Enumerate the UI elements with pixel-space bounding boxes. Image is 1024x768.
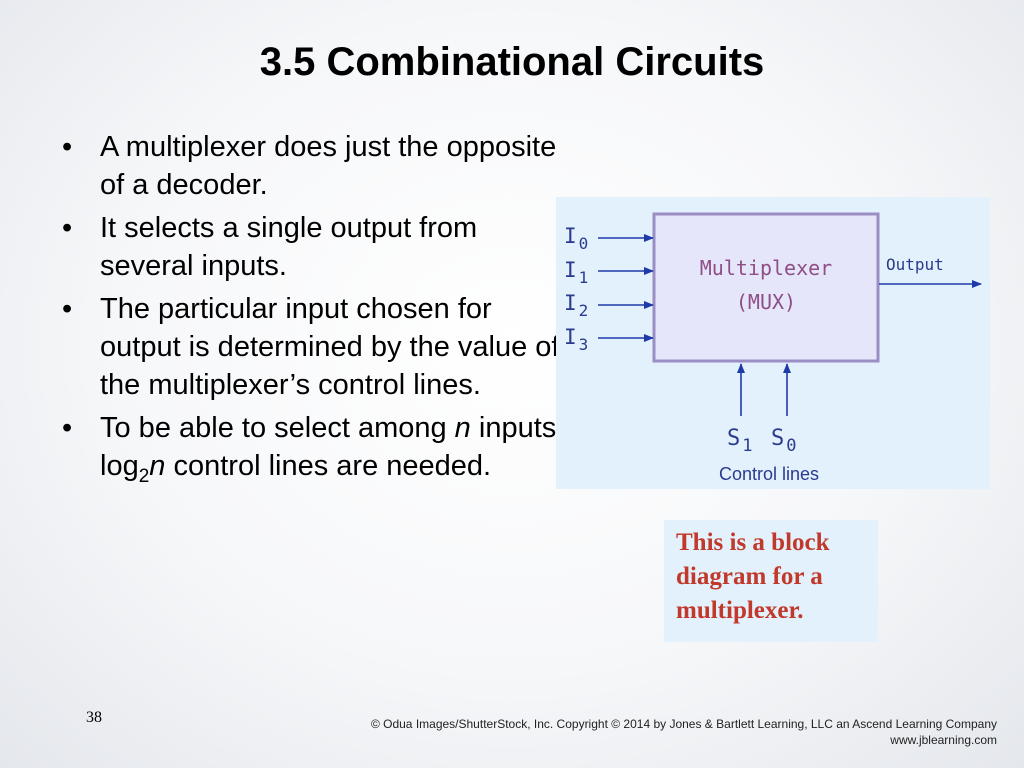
slide-title: 3.5 Combinational Circuits: [259, 40, 765, 84]
bullet-text: The particular input chosen for output i…: [100, 293, 560, 401]
control-lines-label: Control lines: [719, 464, 819, 484]
bullet-item: • The particular input chosen for output …: [62, 290, 567, 404]
bullet-text: It selects a single output from several …: [100, 212, 478, 282]
page-number: 38: [86, 709, 102, 726]
bullet-marker: •: [62, 131, 73, 163]
variable-n: n: [149, 450, 166, 482]
log-base-subscript: 2: [138, 465, 150, 487]
variable-n: n: [454, 412, 471, 444]
diagram-caption: This is a block diagram for a multiplexe…: [664, 520, 878, 642]
copyright-line: © Odua Images/ShutterStock, Inc. Copyrig…: [370, 717, 997, 731]
bullet-item: • To be able to select among n inputs, lo…: [62, 409, 567, 496]
bullet-text-part: inputs, log: [100, 412, 565, 482]
bullet-text-part: To be able to select among: [100, 412, 455, 444]
input-arrows: [598, 234, 654, 342]
copyright-notice: © Odua Images/ShutterStock, Inc. Copyrig…: [371, 716, 997, 748]
select-arrows: [737, 363, 791, 416]
bullet-marker: •: [62, 293, 73, 325]
bullet-item: • A multiplexer does just the opposite of…: [62, 128, 567, 204]
bullet-text: A multiplexer does just the opposite of …: [100, 131, 557, 201]
bullet-item: • It selects a single output from several…: [62, 209, 567, 285]
copyright-url: www.jblearning.com: [890, 733, 997, 747]
bullet-marker: •: [62, 212, 73, 244]
bullet-text-part: control lines are needed.: [165, 450, 492, 482]
output-label: Output: [886, 255, 944, 274]
bullet-list: • A multiplexer does just the opposite of…: [62, 128, 567, 501]
mux-box-sublabel: (MUX): [736, 290, 796, 314]
bullet-marker: •: [62, 412, 73, 444]
mux-box: [652, 212, 880, 363]
mux-box-label: Multiplexer: [700, 256, 832, 280]
